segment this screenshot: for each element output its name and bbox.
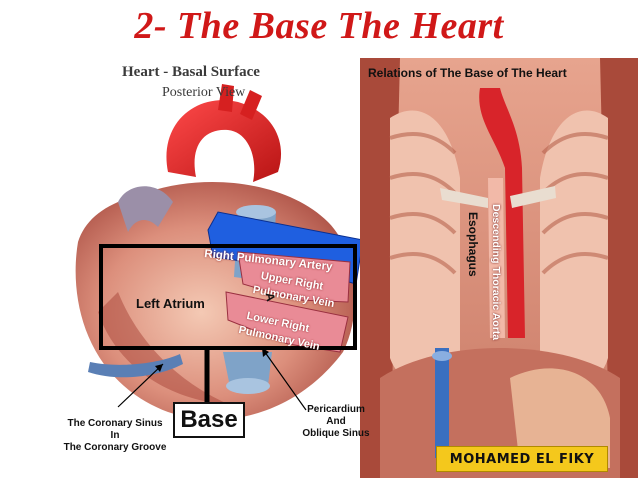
author-badge: MOHAMED EL FIKY bbox=[436, 446, 608, 472]
heart-illustration bbox=[75, 84, 364, 420]
heart-panel-subheading: Posterior View bbox=[162, 85, 246, 100]
thorax-panel-heading: Relations of The Base of The Heart bbox=[368, 66, 567, 80]
label-esophagus: Esophagus bbox=[466, 212, 480, 277]
heart-panel-heading: Heart - Basal Surface bbox=[122, 64, 260, 80]
label-coronary-sinus: The Coronary Sinus In The Coronary Groov… bbox=[63, 418, 167, 453]
base-frame bbox=[99, 244, 357, 350]
upper-right-pulmonary-vein-shape bbox=[237, 251, 351, 303]
thorax-illustration bbox=[360, 58, 638, 478]
label-pericardium: Pericardium And Oblique Sinus bbox=[302, 404, 370, 439]
label-base: Base bbox=[180, 406, 238, 433]
base-label-box: Base bbox=[173, 402, 245, 438]
slide-title: 2- The Base The Heart bbox=[134, 5, 504, 47]
label-descending-aorta: Descending Thoracic Aorta bbox=[490, 204, 502, 341]
label-left-atrium: Left Atrium bbox=[136, 296, 205, 311]
aortic-arch bbox=[166, 100, 282, 182]
